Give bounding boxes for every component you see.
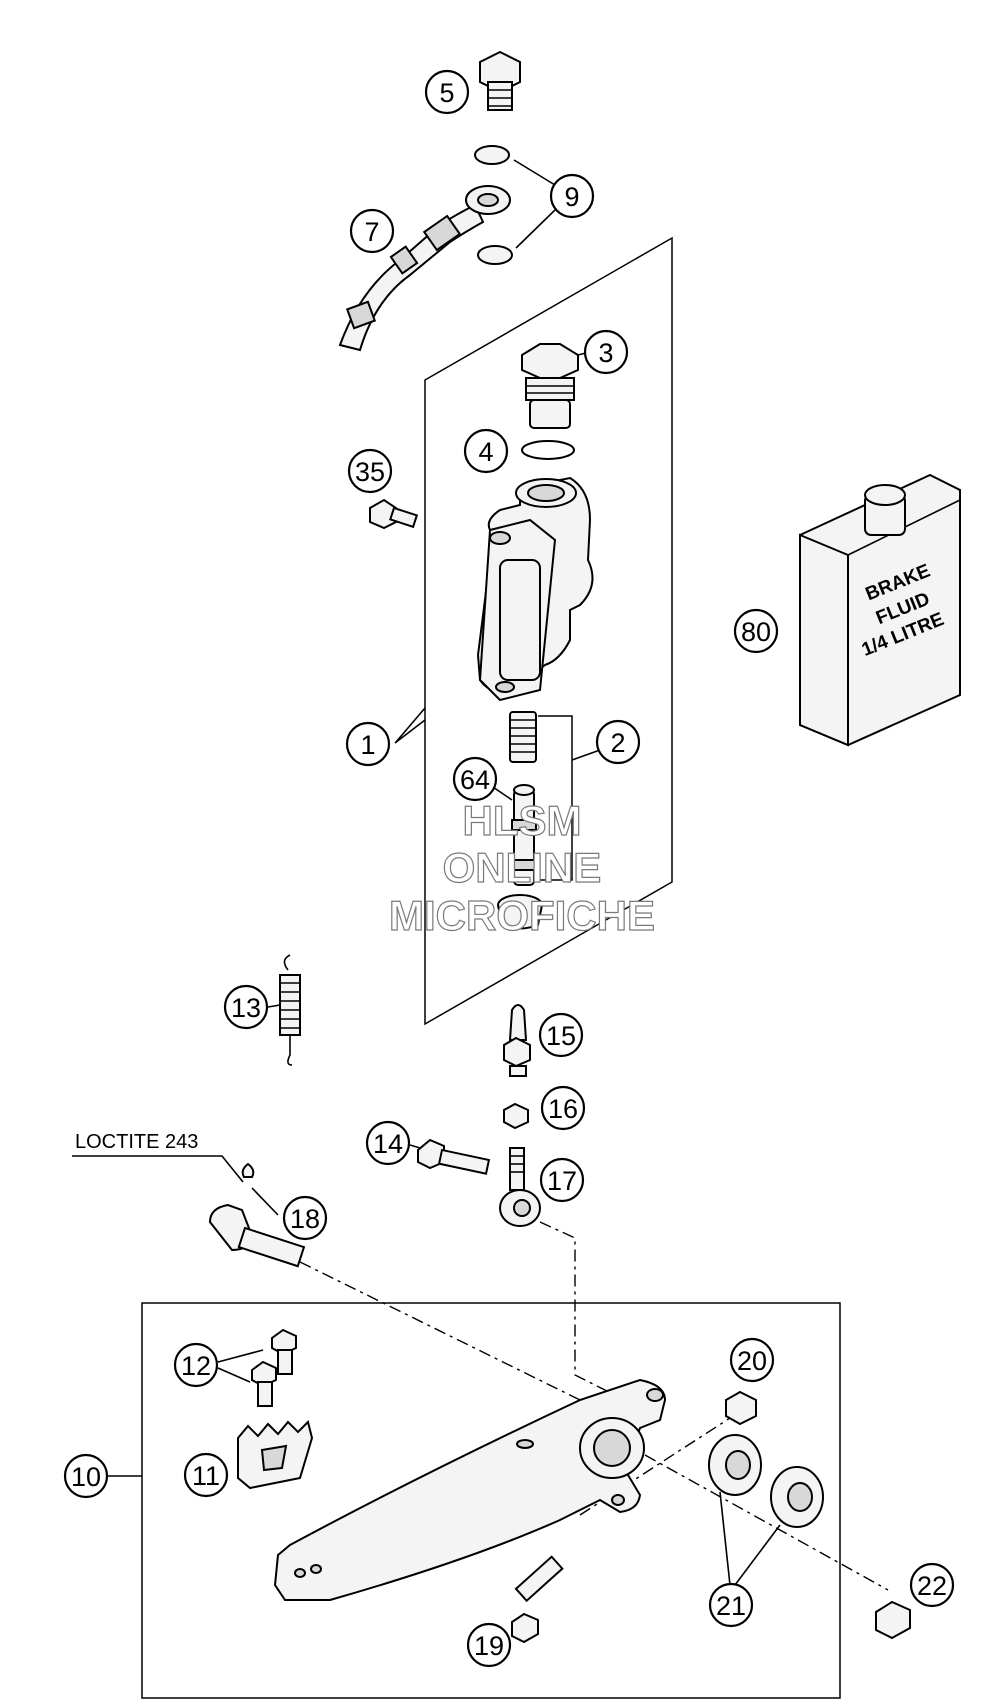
washer-lower-part bbox=[477, 245, 513, 265]
bleeder-screw-part bbox=[369, 498, 419, 530]
svg-text:17: 17 bbox=[547, 1166, 577, 1196]
svg-text:22: 22 bbox=[917, 1571, 947, 1601]
brake-pedal-part bbox=[273, 1378, 667, 1601]
svg-text:21: 21 bbox=[716, 1591, 746, 1621]
callout-3: 3 bbox=[583, 329, 629, 375]
callout-11: 11 bbox=[183, 1452, 229, 1498]
callout-17: 17 bbox=[539, 1157, 585, 1203]
callout-10: 10 bbox=[63, 1453, 109, 1499]
svg-text:20: 20 bbox=[737, 1346, 767, 1376]
callout-1: 1 bbox=[345, 721, 391, 767]
watermark-line3: MICROFICHE bbox=[389, 892, 655, 939]
svg-text:3: 3 bbox=[598, 338, 613, 368]
callout-64: 64 bbox=[452, 756, 498, 802]
brake-fluid-can-part: BRAKE FLUID 1/4 LITRE bbox=[799, 473, 961, 747]
assembly-panel bbox=[424, 236, 673, 1026]
small-bolt-upper-part bbox=[271, 1328, 297, 1375]
svg-text:10: 10 bbox=[71, 1462, 101, 1492]
callout-13: 13 bbox=[223, 984, 269, 1030]
watermark-line1: HLSM bbox=[463, 797, 582, 844]
brake-hose-part bbox=[338, 185, 511, 352]
svg-text:9: 9 bbox=[564, 182, 579, 212]
nut-part bbox=[503, 1102, 529, 1130]
svg-text:35: 35 bbox=[355, 457, 385, 487]
svg-text:15: 15 bbox=[546, 1021, 576, 1051]
banjo-bolt-part bbox=[479, 50, 521, 111]
return-spring-part bbox=[279, 954, 301, 1066]
clevis-part bbox=[499, 1147, 541, 1227]
callout-5: 5 bbox=[424, 69, 470, 115]
callout-15: 15 bbox=[538, 1012, 584, 1058]
callout-21: 21 bbox=[708, 1582, 754, 1628]
svg-text:7: 7 bbox=[364, 217, 379, 247]
svg-text:4: 4 bbox=[478, 437, 493, 467]
svg-text:1: 1 bbox=[360, 730, 375, 760]
o-ring-part bbox=[521, 440, 575, 460]
callout-2: 2 bbox=[595, 719, 641, 765]
callout-7: 7 bbox=[349, 208, 395, 254]
callout-9: 9 bbox=[549, 173, 595, 219]
svg-text:12: 12 bbox=[181, 1351, 211, 1381]
stop-bolt-part bbox=[511, 1555, 564, 1644]
master-cylinder-part bbox=[476, 476, 594, 702]
washer-upper-part bbox=[474, 145, 510, 165]
repair-kit-part bbox=[497, 711, 601, 930]
svg-text:16: 16 bbox=[548, 1094, 578, 1124]
callout-4: 4 bbox=[463, 428, 509, 474]
callout-22: 22 bbox=[909, 1562, 955, 1608]
lever-assembly-frame bbox=[141, 1302, 841, 1699]
callout-14: 14 bbox=[365, 1120, 411, 1166]
svg-text:13: 13 bbox=[231, 993, 261, 1023]
svg-text:19: 19 bbox=[474, 1631, 504, 1661]
callout-16: 16 bbox=[540, 1085, 586, 1131]
callout-80: 80 bbox=[733, 608, 779, 654]
bearing-left-part bbox=[708, 1434, 762, 1496]
callout-18: 18 bbox=[282, 1195, 328, 1241]
svg-text:11: 11 bbox=[192, 1461, 220, 1491]
reservoir-fitting-part bbox=[521, 343, 579, 429]
push-rod-part bbox=[503, 1004, 531, 1077]
svg-text:14: 14 bbox=[373, 1129, 403, 1159]
socket-screw-part bbox=[208, 1162, 306, 1268]
svg-text:2: 2 bbox=[610, 728, 625, 758]
svg-text:5: 5 bbox=[439, 78, 454, 108]
callout-35: 35 bbox=[347, 448, 393, 494]
flange-nut-part bbox=[725, 1390, 757, 1426]
small-bolt-lower-part bbox=[251, 1360, 277, 1407]
callout-20: 20 bbox=[729, 1337, 775, 1383]
svg-text:64: 64 bbox=[460, 765, 490, 795]
loctite-note: LOCTITE 243 bbox=[75, 1131, 198, 1153]
bearing-right-part bbox=[770, 1466, 824, 1528]
svg-text:80: 80 bbox=[741, 617, 771, 647]
watermark-line2: ONLINE bbox=[443, 844, 602, 891]
callout-12: 12 bbox=[173, 1342, 219, 1388]
pivot-bolt-part bbox=[417, 1138, 491, 1175]
svg-text:18: 18 bbox=[290, 1204, 320, 1234]
lever-tip-part bbox=[237, 1420, 314, 1490]
callout-19: 19 bbox=[466, 1622, 512, 1668]
axle-nut-part bbox=[875, 1600, 911, 1640]
